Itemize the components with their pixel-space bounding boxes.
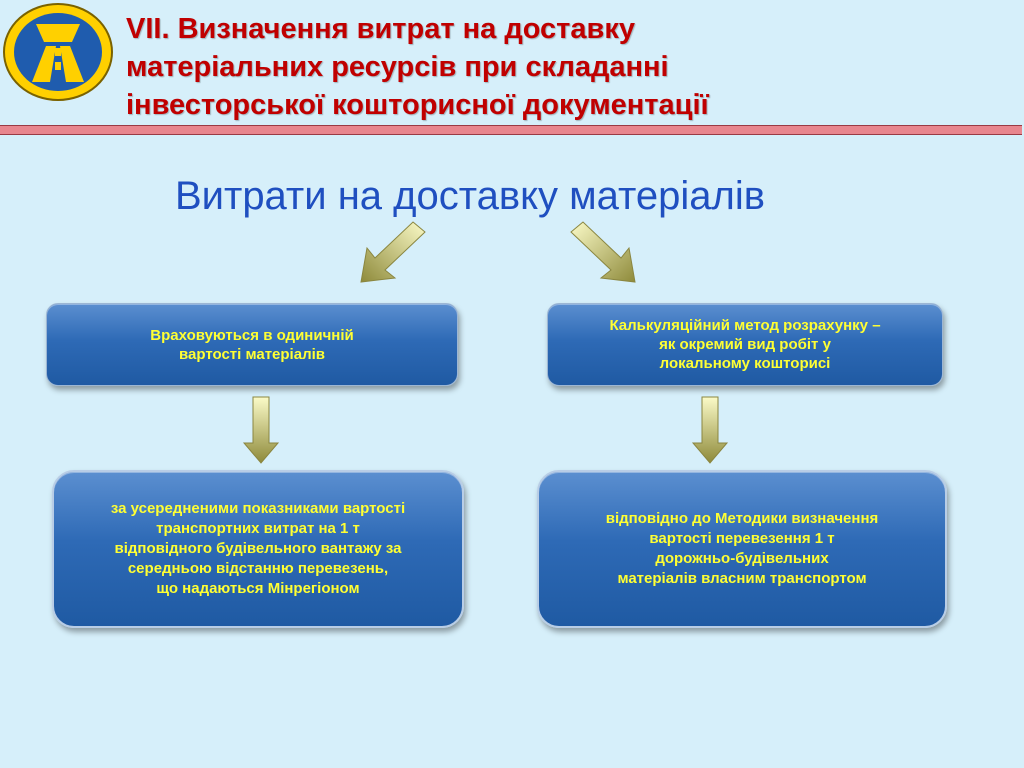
title-line-3: інвесторської кошторисної документації (126, 89, 709, 121)
title-divider (0, 125, 1022, 135)
title-line-1: VII. Визначення витрат на доставку (126, 13, 635, 45)
box-unit-cost: Враховуються в одиничній вартості матері… (46, 303, 458, 386)
arrow-down-left-icon (360, 221, 426, 283)
title-line-2: матеріальних ресурсів при складанні (126, 51, 669, 83)
box-methodology: відповідно до Методики визначення вартос… (537, 470, 947, 628)
arrow-down-right-icon (570, 221, 636, 283)
arrow-down-icon (242, 396, 280, 464)
box-calculation-method: Калькуляційний метод розрахунку – як окр… (547, 303, 943, 386)
slide-title: VII. Визначення витрат на доставку матер… (126, 10, 976, 124)
box-calculation-method-text: Калькуляційний метод розрахунку – як окр… (609, 317, 881, 372)
box-methodology-text: відповідно до Методики визначення вартос… (605, 510, 879, 587)
arrow-down-icon (691, 396, 729, 464)
box-average-indicators-text: за усередненими показниками вартості тра… (110, 500, 406, 597)
box-unit-cost-text: Враховуються в одиничній вартості матері… (150, 326, 354, 363)
road-logo-icon (3, 3, 113, 101)
box-average-indicators: за усередненими показниками вартості тра… (52, 470, 464, 628)
diagram-heading: Витрати на доставку матеріалів (174, 174, 766, 218)
